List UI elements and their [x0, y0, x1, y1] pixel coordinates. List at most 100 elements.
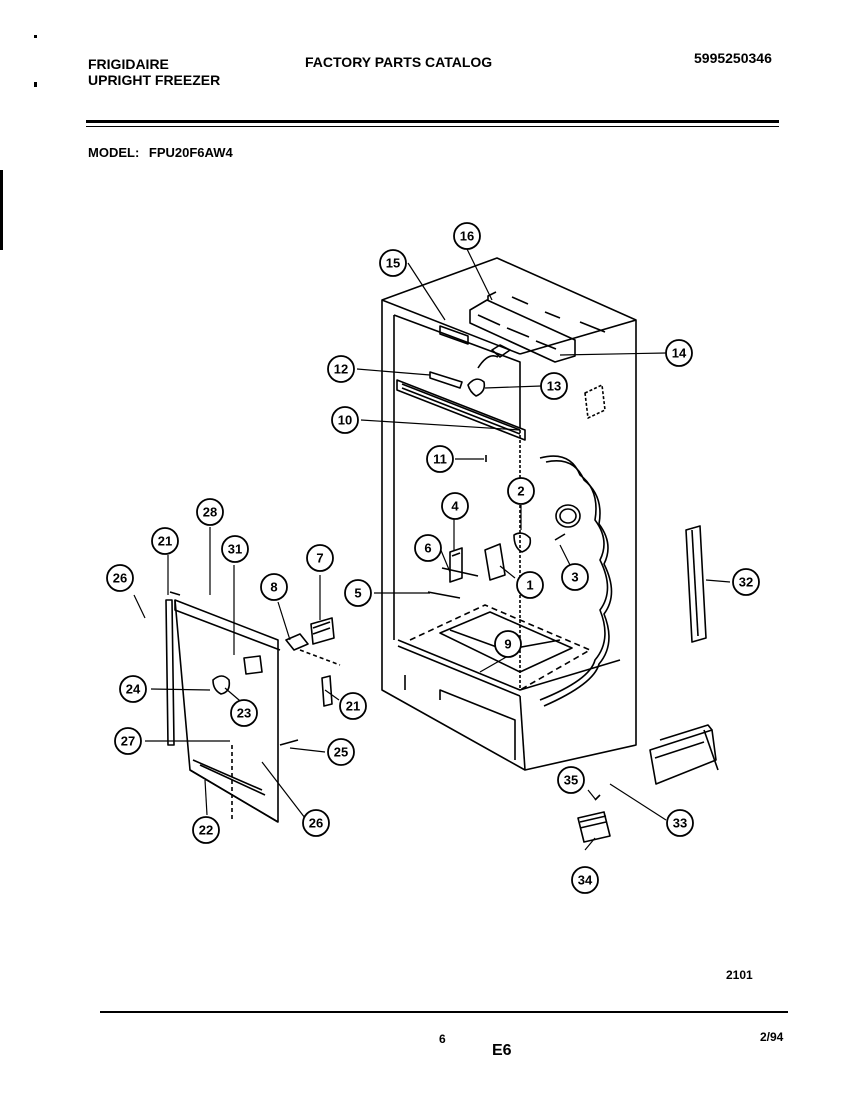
- callout-circle: [426, 445, 454, 473]
- callout-circle: [732, 568, 760, 596]
- callout-circle: [339, 692, 367, 720]
- callout-1: 1: [516, 571, 544, 599]
- callout-label: 26: [309, 816, 323, 831]
- callout-23: 23: [230, 699, 258, 727]
- callout-circle: [666, 809, 694, 837]
- callout-circle: [196, 498, 224, 526]
- scan-edge-mark: [0, 170, 3, 250]
- evaporator-bracket: [396, 379, 526, 441]
- callout-label: 12: [334, 362, 348, 377]
- callout-label: 26: [113, 571, 127, 586]
- brand-name: FRIGIDAIRE: [88, 56, 169, 72]
- callout-13: 13: [540, 372, 568, 400]
- page-number: 6: [439, 1032, 446, 1046]
- callout-21: 21: [339, 692, 367, 720]
- callout-circle: [507, 477, 535, 505]
- callout-33: 33: [666, 809, 694, 837]
- callout-5: 5: [344, 579, 372, 607]
- figure-number: 2101: [726, 968, 753, 982]
- header-left: FRIGIDAIRE UPRIGHT FREEZER: [88, 56, 220, 88]
- callout-circle: [221, 535, 249, 563]
- callout-label: 3: [571, 570, 578, 585]
- callout-7: 7: [306, 544, 334, 572]
- callout-label: 6: [424, 541, 431, 556]
- callout-circle: [327, 738, 355, 766]
- callout-circle: [561, 563, 589, 591]
- callout-label: 32: [739, 575, 753, 590]
- callout-22: 22: [192, 816, 220, 844]
- callout-circle: [379, 249, 407, 277]
- callout-10: 10: [331, 406, 359, 434]
- callout-circle: [453, 222, 481, 250]
- callout-label: 27: [121, 734, 135, 749]
- callout-2: 2: [507, 477, 535, 505]
- callout-15: 15: [379, 249, 407, 277]
- scan-edge-mark: [34, 82, 37, 87]
- callout-8: 8: [260, 573, 288, 601]
- callout-12: 12: [327, 355, 355, 383]
- callout-circle: [151, 527, 179, 555]
- callout-label: 21: [346, 699, 360, 714]
- callout-label: 24: [126, 682, 141, 697]
- callout-circle: [302, 809, 330, 837]
- callout-label: 16: [460, 229, 474, 244]
- callout-circle: [540, 372, 568, 400]
- callout-label: 34: [578, 873, 593, 888]
- callout-label: 35: [564, 773, 578, 788]
- header-rule-thick: [86, 120, 779, 123]
- callout-group: 1234567891011121314151621212223242526262…: [106, 222, 760, 894]
- header-rule-thin: [86, 126, 779, 127]
- footer-rule: [100, 1011, 788, 1013]
- callout-label: 4: [451, 499, 459, 514]
- callout-circle: [114, 727, 142, 755]
- callout-9: 9: [494, 630, 522, 658]
- model-line: MODEL: FPU20F6AW4: [88, 146, 233, 160]
- callout-32: 32: [732, 568, 760, 596]
- callout-label: 23: [237, 706, 251, 721]
- part-number: 5995250346: [694, 50, 772, 66]
- callout-label: 2: [517, 484, 524, 499]
- top-control-panel: [429, 291, 606, 397]
- callout-label: 13: [547, 379, 561, 394]
- callout-6: 6: [414, 534, 442, 562]
- model-label: MODEL:: [88, 145, 140, 160]
- callout-label: 7: [316, 551, 323, 566]
- callout-16: 16: [453, 222, 481, 250]
- callout-label: 21: [158, 534, 172, 549]
- callout-circle: [441, 492, 469, 520]
- product-type: UPRIGHT FREEZER: [88, 72, 221, 88]
- callout-label: 33: [673, 816, 687, 831]
- callout-11: 11: [426, 445, 454, 473]
- callout-label: 14: [672, 346, 687, 361]
- callout-circle: [260, 573, 288, 601]
- callout-label: 28: [203, 505, 217, 520]
- callout-circle: [106, 564, 134, 592]
- callout-circle: [327, 355, 355, 383]
- callout-31: 31: [221, 535, 249, 563]
- callout-26: 26: [106, 564, 134, 592]
- callout-label: 8: [270, 580, 277, 595]
- callout-label: 31: [228, 542, 242, 557]
- callout-circle: [306, 544, 334, 572]
- callout-circle: [414, 534, 442, 562]
- callout-14: 14: [665, 339, 693, 367]
- revision-date: 2/94: [760, 1030, 784, 1044]
- callout-label: 10: [338, 413, 352, 428]
- callout-circle: [665, 339, 693, 367]
- callout-label: 1: [526, 578, 533, 593]
- callout-circle: [344, 579, 372, 607]
- callout-circle: [119, 675, 147, 703]
- callout-28: 28: [196, 498, 224, 526]
- callout-25: 25: [327, 738, 355, 766]
- kickplate-assembly: [577, 724, 719, 843]
- side-trim-strip: [685, 525, 707, 643]
- callout-27: 27: [114, 727, 142, 755]
- callout-label: 25: [334, 745, 348, 760]
- freezer-cabinet: [381, 257, 637, 771]
- callout-24: 24: [119, 675, 147, 703]
- section-code: E6: [492, 1042, 512, 1059]
- callout-3: 3: [561, 563, 589, 591]
- callout-circle: [230, 699, 258, 727]
- catalog-title: FACTORY PARTS CATALOG: [305, 54, 493, 70]
